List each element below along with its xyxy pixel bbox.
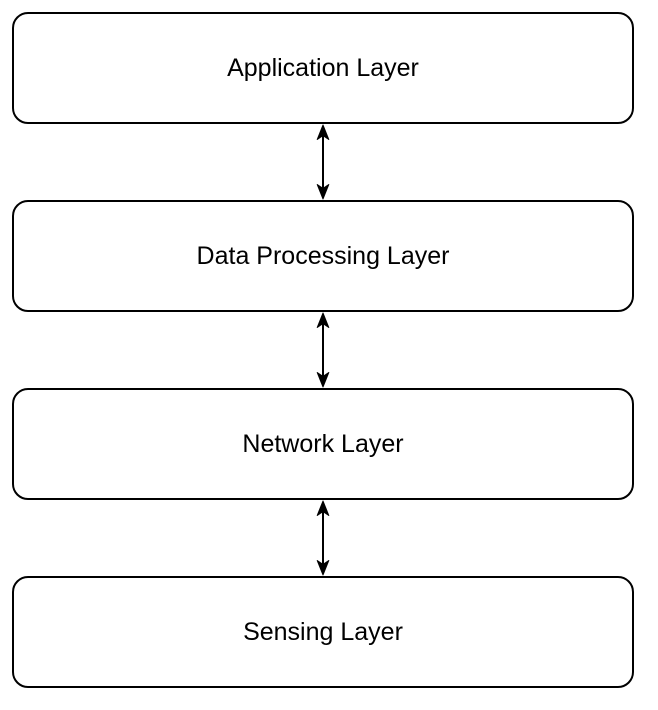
- layer-label-network: Network Layer: [242, 430, 404, 458]
- bidirectional-arrow-icon: [316, 124, 330, 200]
- layer-box-data-processing: Data Processing Layer: [12, 200, 634, 312]
- layer-box-sensing: Sensing Layer: [12, 576, 634, 688]
- layer-box-application: Application Layer: [12, 12, 634, 124]
- layer-label-sensing: Sensing Layer: [243, 618, 403, 646]
- layer-box-network: Network Layer: [12, 388, 634, 500]
- bidirectional-arrow-icon: [316, 500, 330, 576]
- layer-label-application: Application Layer: [227, 54, 419, 82]
- layer-label-data-processing: Data Processing Layer: [196, 242, 450, 270]
- bidirectional-arrow-icon: [316, 312, 330, 388]
